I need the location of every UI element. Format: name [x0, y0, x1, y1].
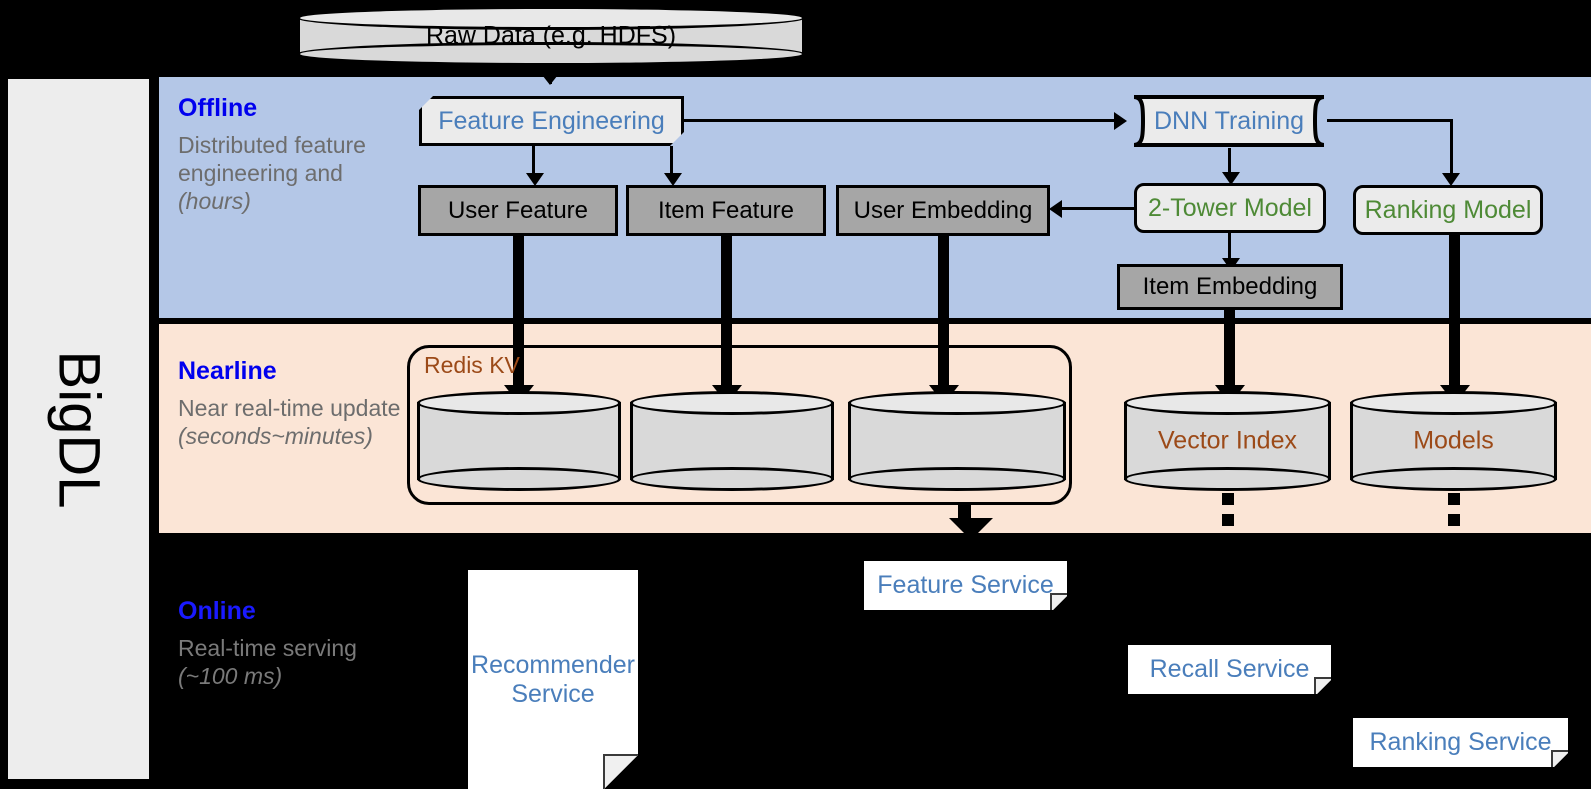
connector-fe-dnn [684, 119, 1114, 122]
dnn-training-shape [1133, 95, 1325, 147]
cylinder-top [417, 391, 621, 415]
online-subtitle-text: Real-time serving [178, 634, 357, 661]
cylinder-bottom [1350, 467, 1557, 491]
node-item-feature[interactable]: Item Feature [626, 185, 826, 236]
nearline-subtitle-text: Near real-time update [178, 394, 401, 421]
node-feature-service[interactable]: Feature Service [864, 561, 1067, 610]
ranking-service-label: Ranking Service [1369, 728, 1552, 757]
connector-vectorindex-recall-seg2 [1222, 514, 1234, 526]
connector-itemembedding-vectorindex [1224, 310, 1235, 388]
offline-subtitle: Distributed feature engineering and (hou… [178, 131, 403, 215]
feature-engineering-label: Feature Engineering [438, 106, 665, 135]
node-user-embedding[interactable]: User Embedding [836, 185, 1050, 236]
node-recommender-service[interactable]: Recommender Service [468, 570, 638, 789]
redis-kv-group [407, 345, 1072, 505]
raw-data-label: Raw Data (e.g. HDFS) [425, 21, 677, 50]
bigdl-framework-panel: BigDL [6, 77, 151, 781]
online-caption: Online Real-time serving (~100 ms) [178, 597, 403, 690]
connector-userfeature-store [513, 236, 524, 387]
connector-fe-userfeature [532, 146, 535, 174]
node-feature-engineering[interactable]: Feature Engineering [419, 96, 684, 146]
models-cylinder: Models [1350, 391, 1557, 491]
node-item-embedding[interactable]: Item Embedding [1117, 264, 1343, 310]
offline-subtitle-italic: (hours) [178, 187, 251, 214]
user-embedding-label: User Embedding [853, 196, 1033, 224]
nearline-title: Nearline [178, 357, 277, 385]
arrowhead-fe-userfeature [526, 173, 544, 186]
item-embedding-label: Item Embedding [1142, 273, 1318, 301]
connector-itemfeature-store [721, 236, 732, 387]
redis-store-3 [848, 391, 1066, 491]
connector-userembedding-store [938, 236, 949, 387]
models-label: Models [1413, 426, 1494, 455]
recall-service-label: Recall Service [1149, 655, 1310, 684]
nearline-caption: Nearline Near real-time update (seconds~… [178, 357, 403, 450]
cylinder-top [1124, 391, 1331, 415]
online-subtitle-italic: (~100 ms) [178, 662, 283, 689]
cylinder-top [630, 391, 834, 415]
redis-kv-label: Redis KV [424, 352, 520, 378]
node-recall-service[interactable]: Recall Service [1128, 645, 1331, 694]
offline-caption: Offline Distributed feature engineering … [178, 94, 403, 215]
connector-dnn-ranking-v [1450, 119, 1453, 177]
cylinder-bottom [297, 42, 805, 66]
offline-title: Offline [178, 94, 258, 122]
connector-models-ranking-seg1 [1448, 493, 1460, 505]
cylinder-top [297, 6, 805, 30]
arrowhead-fe-dnn [1114, 112, 1127, 130]
cylinder-bottom [1124, 467, 1331, 491]
cylinder-bottom [848, 467, 1066, 491]
node-ranking-model[interactable]: Ranking Model [1353, 185, 1543, 235]
connector-fe-itemfeature [670, 146, 673, 174]
cylinder-bottom [417, 467, 621, 491]
node-ranking-service[interactable]: Ranking Service [1353, 718, 1568, 767]
cylinder-bottom [630, 467, 834, 491]
online-title: Online [178, 597, 256, 625]
cylinder-top [1350, 391, 1557, 415]
two-tower-model-label: 2-Tower Model [1148, 193, 1312, 222]
arrowhead-dnn-twotower [1222, 172, 1240, 185]
ranking-model-label: Ranking Model [1364, 195, 1532, 224]
connector-vectorindex-recall-seg1 [1222, 493, 1234, 505]
cylinder-top [848, 391, 1066, 415]
offline-subtitle-text: Distributed feature engineering and [178, 131, 366, 186]
vector-index-cylinder: Vector Index [1124, 391, 1331, 491]
online-subtitle: Real-time serving (~100 ms) [178, 634, 403, 690]
connector-twotower-userembedding [1062, 207, 1136, 210]
vector-index-label: Vector Index [1158, 426, 1297, 455]
user-feature-label: User Feature [447, 196, 589, 224]
node-2-tower-model[interactable]: 2-Tower Model [1134, 183, 1326, 233]
bigdl-label: BigDL [46, 350, 112, 508]
connector-dnn-ranking-h [1327, 119, 1453, 122]
arrowhead-rawdata-fe [535, 66, 565, 85]
arrowhead-redis-featureservice [949, 518, 993, 540]
connector-twotower-itemembedding [1228, 233, 1231, 261]
connector-rankingmodel-models [1449, 235, 1460, 388]
connector-dnn-twotower [1228, 148, 1231, 176]
redis-store-1 [417, 391, 621, 491]
recommender-service-label: Recommender Service [471, 650, 635, 708]
node-user-feature[interactable]: User Feature [418, 185, 618, 236]
redis-store-2 [630, 391, 834, 491]
nearline-subtitle: Near real-time update (seconds~minutes) [178, 394, 403, 450]
arrowhead-twotower-userembedding [1049, 200, 1062, 218]
connector-redis-featureservice-seg [958, 504, 971, 520]
node-dnn-training[interactable]: DNN Training [1131, 94, 1327, 148]
nearline-subtitle-italic: (seconds~minutes) [178, 422, 373, 449]
arrowhead-dnn-ranking [1442, 173, 1460, 186]
raw-data-cylinder: Raw Data (e.g. HDFS) [297, 6, 805, 66]
dnn-training-label: DNN Training [1153, 106, 1305, 135]
arrowhead-fe-itemfeature [664, 173, 682, 186]
feature-service-label: Feature Service [877, 571, 1054, 600]
connector-models-ranking-seg2 [1448, 514, 1460, 526]
item-feature-label: Item Feature [657, 196, 795, 224]
